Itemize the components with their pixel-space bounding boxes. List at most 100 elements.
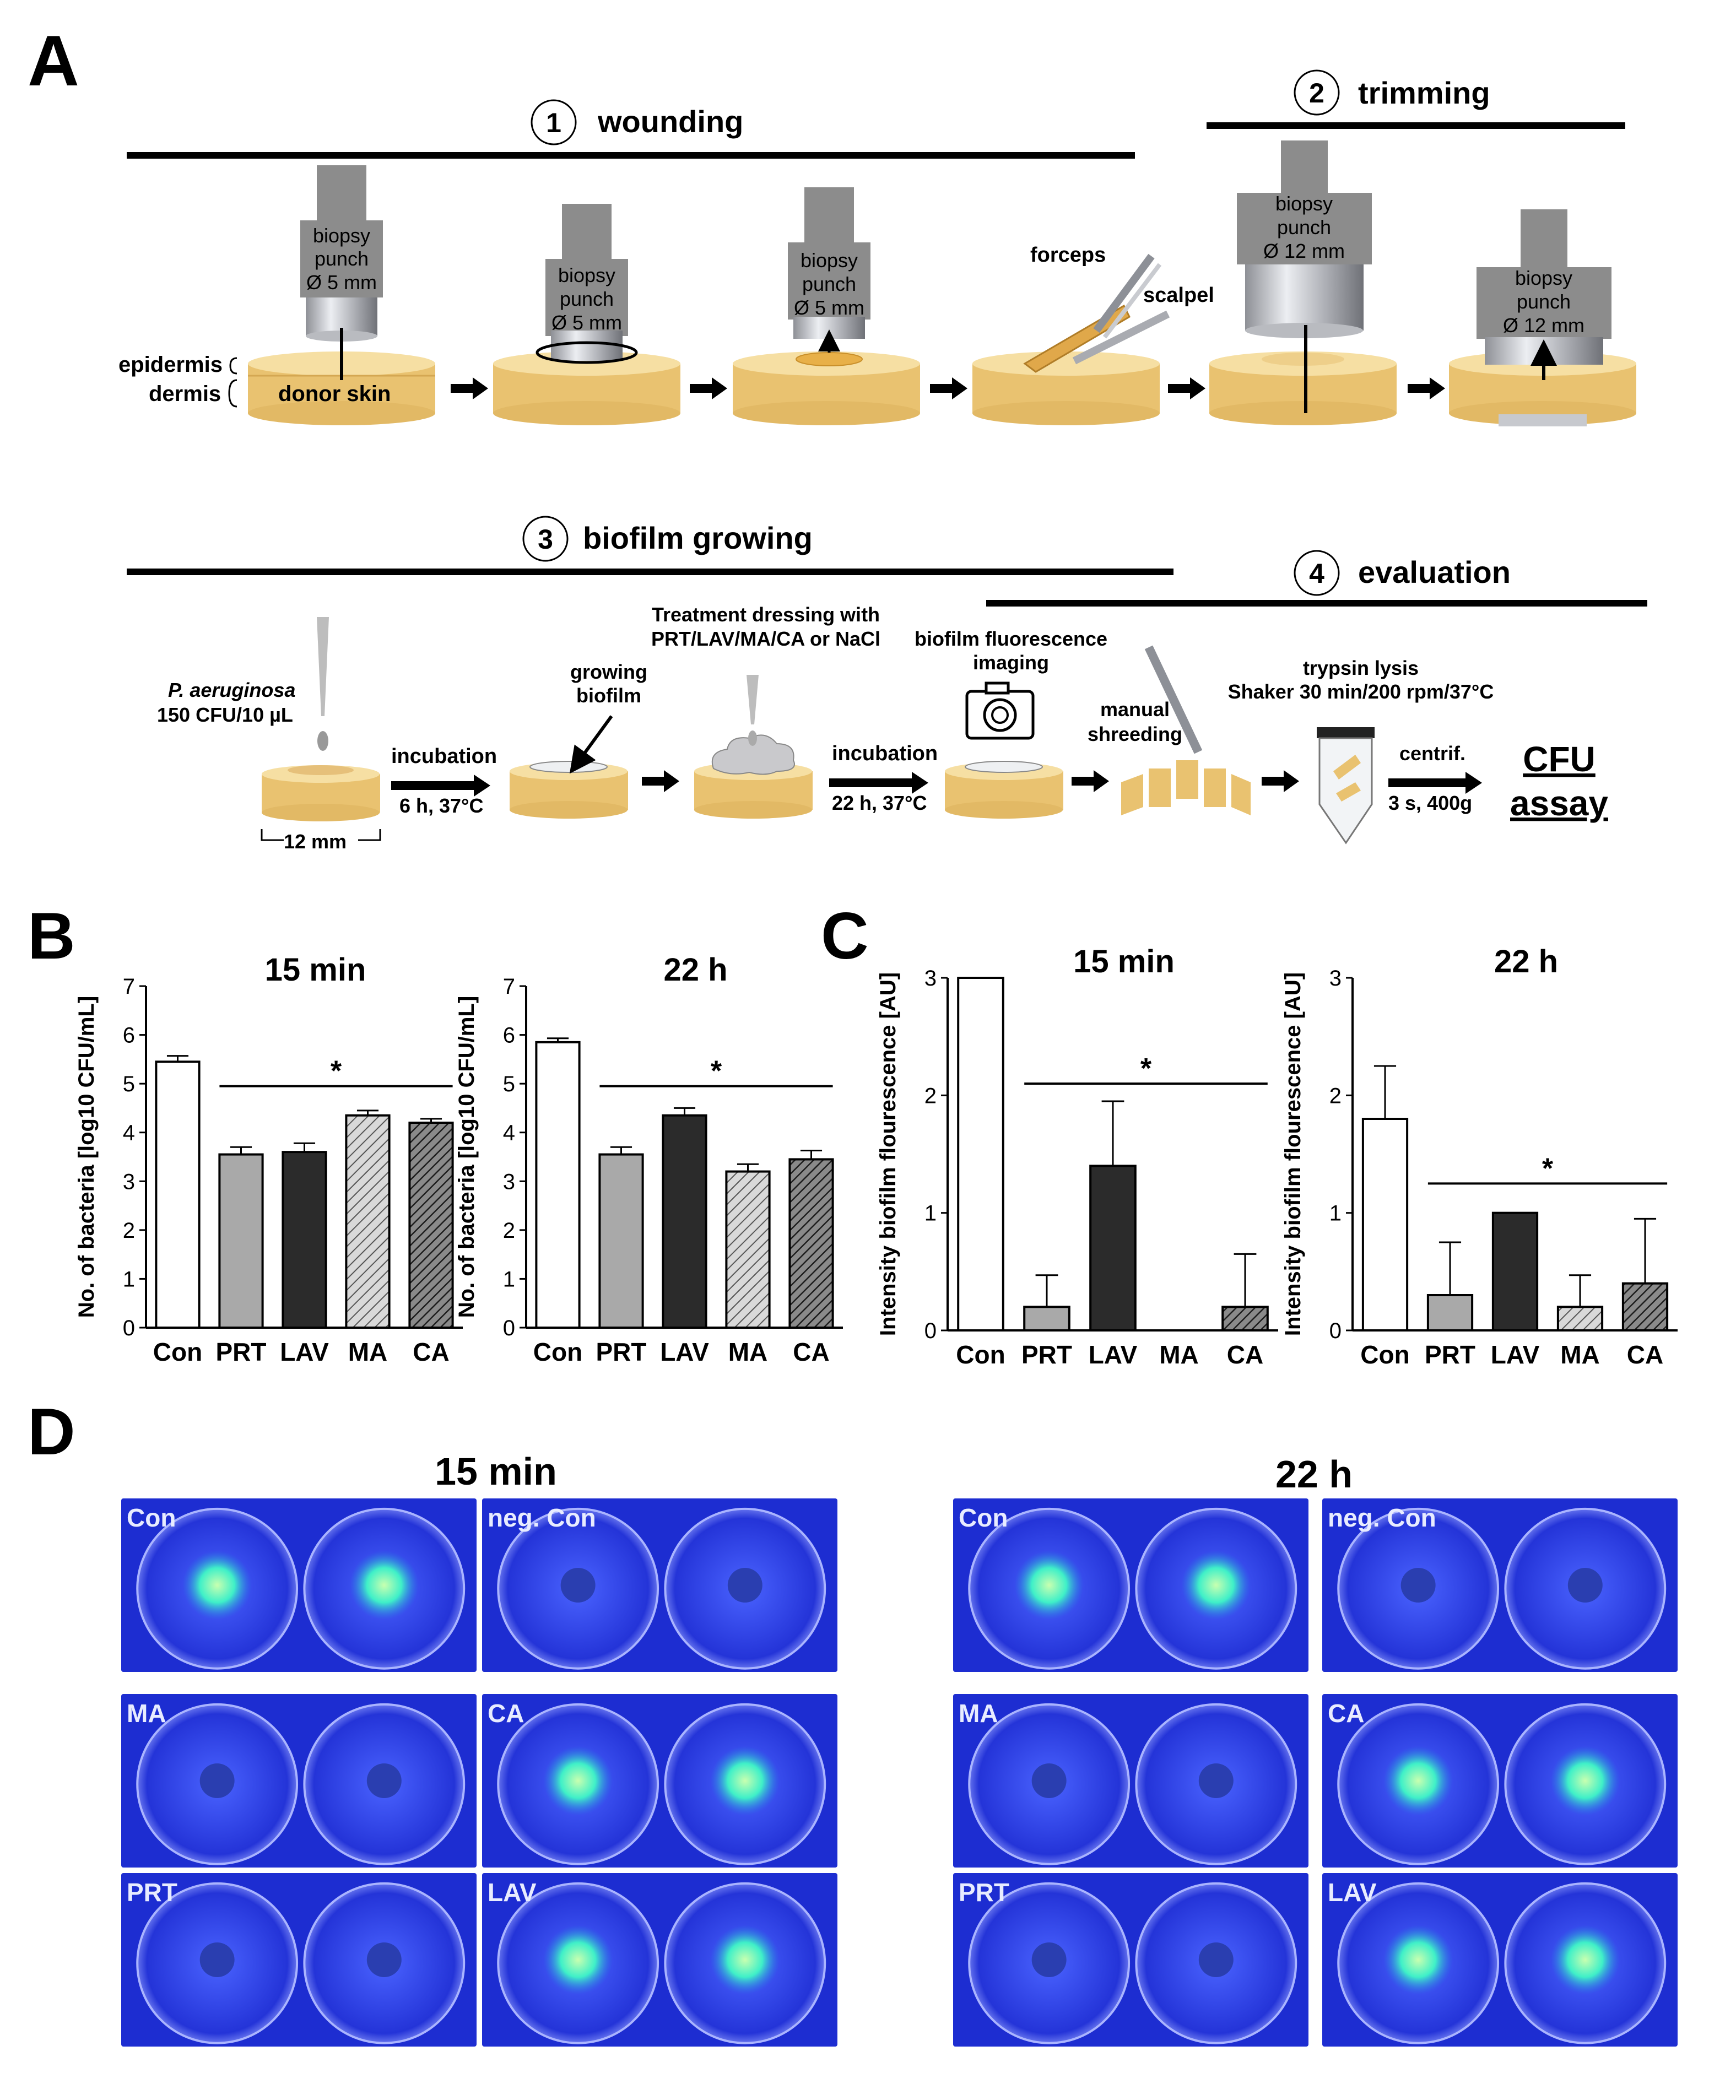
- photo-22h-prt: PRT: [953, 1873, 1308, 2047]
- y-tick-label: 0: [924, 1319, 937, 1343]
- photo-label: CA: [1328, 1699, 1365, 1728]
- photo-22h-ma: MA: [953, 1694, 1308, 1868]
- scalpel-label: scalpel: [1143, 284, 1214, 307]
- category-label: MA: [1560, 1340, 1600, 1369]
- category-label: PRT: [1021, 1340, 1072, 1369]
- epidermis-label: epidermis: [118, 353, 223, 377]
- y-tick-label: 2: [924, 1084, 937, 1108]
- chart-title: 22 h: [663, 952, 727, 988]
- category-label: MA: [728, 1338, 768, 1366]
- biofilm-disc-2: [510, 715, 628, 819]
- skin-layer-brace: [228, 357, 237, 408]
- bar: [345, 1114, 391, 1329]
- category-label: MA: [1159, 1340, 1199, 1369]
- forceps-scalpel-illustration: forceps scalpel: [1023, 243, 1214, 373]
- y-tick-label: 6: [503, 1024, 515, 1048]
- y-tick-label: 0: [503, 1316, 515, 1340]
- y-tick-label: 7: [503, 975, 515, 999]
- lysis-label-2: Shaker 30 min/200 rpm/37°C: [1228, 680, 1494, 703]
- manual-label: manual: [1100, 698, 1170, 721]
- y-axis-label: No. of bacteria [log10 CFU/mL]: [455, 996, 479, 1318]
- y-tick-label: 0: [1329, 1319, 1342, 1343]
- punch-label-4c: Ø 12 mm: [1263, 240, 1345, 262]
- y-tick-label: 1: [503, 1267, 515, 1291]
- y-tick-label: 5: [503, 1072, 515, 1096]
- step2-title: trimming: [1358, 75, 1490, 110]
- photo-label: MA: [959, 1699, 998, 1728]
- punch-label-5: biopsy: [1515, 267, 1572, 289]
- donor-skin-label: donor skin: [278, 382, 391, 406]
- punch-label-2: biopsy: [558, 264, 615, 286]
- growing-biofilm-label-2: biofilm: [576, 684, 641, 707]
- punch-label-1c: Ø 5 mm: [306, 271, 377, 294]
- lysis-label: trypsin lysis: [1303, 657, 1419, 679]
- photo-15min-con: Con: [121, 1498, 477, 1672]
- skin-disc-3: [733, 351, 920, 425]
- bar: [1361, 1118, 1409, 1332]
- row2-arrows: [391, 770, 1482, 797]
- category-label: MA: [348, 1338, 388, 1366]
- incubation-label-1: incubation: [391, 745, 497, 768]
- y-tick-label: 2: [123, 1219, 135, 1243]
- y-tick-label: 2: [1329, 1084, 1342, 1108]
- category-label: Con: [533, 1338, 582, 1366]
- y-tick-label: 6: [123, 1024, 135, 1048]
- step2-number: 2: [1309, 78, 1324, 109]
- y-axis-label: No. of bacteria [log10 CFU/mL]: [74, 996, 99, 1318]
- panel-label-d: D: [28, 1395, 75, 1469]
- photo-label: CA: [488, 1699, 524, 1728]
- bar: [1221, 1306, 1269, 1332]
- bar: [1556, 1306, 1604, 1332]
- category-label: PRT: [216, 1338, 267, 1366]
- biofilm-disc-3: [694, 675, 813, 819]
- photo-time-15min: 15 min: [435, 1450, 557, 1493]
- punch-label-1: biopsy: [313, 224, 370, 247]
- punch-label-3b: punch: [802, 273, 856, 295]
- category-label: CA: [793, 1338, 829, 1366]
- y-tick-label: 3: [1329, 966, 1342, 991]
- bar: [218, 1153, 264, 1329]
- step1-number: 1: [546, 107, 561, 138]
- chart-title: 15 min: [265, 952, 366, 988]
- category-label: LAV: [280, 1338, 329, 1366]
- treatment-label-2: PRT/LAV/MA/CA or NaCl: [651, 627, 880, 650]
- punch-label-5b: punch: [1517, 290, 1571, 313]
- category-label: LAV: [1491, 1340, 1540, 1369]
- photo-15min-negcon: neg. Con: [482, 1498, 837, 1672]
- y-axis-label: Intensity biofilm flourescence [AU]: [1281, 972, 1305, 1336]
- centrif-cond: 3 s, 400g: [1388, 792, 1472, 814]
- biopsy-punch-5mm-2: biopsy punch Ø 5 mm: [536, 204, 638, 364]
- category-label: LAV: [660, 1338, 709, 1366]
- photo-15min-lav: LAV: [482, 1873, 837, 2047]
- photo-15min-ma: MA: [121, 1694, 477, 1868]
- organism-label: P. aeruginosa: [168, 679, 295, 701]
- cfu-label: CFU: [1523, 739, 1596, 779]
- photo-label: PRT: [127, 1878, 177, 1907]
- bar: [282, 1151, 327, 1329]
- biofilm-disc-1: [262, 617, 380, 821]
- category-label: PRT: [1425, 1340, 1475, 1369]
- panel-label-c: C: [821, 899, 869, 973]
- punch-label-4: biopsy: [1275, 192, 1333, 215]
- bar: [725, 1170, 771, 1329]
- chart-title: 22 h: [1494, 944, 1558, 979]
- significance-star: *: [331, 1056, 342, 1087]
- dermis-label: dermis: [149, 382, 221, 406]
- bar: [788, 1158, 834, 1329]
- punch-label-2c: Ø 5 mm: [551, 311, 622, 334]
- bar: [1023, 1306, 1070, 1332]
- forceps-label: forceps: [1030, 243, 1106, 267]
- y-tick-label: 1: [123, 1267, 135, 1291]
- bar: [1491, 1211, 1539, 1332]
- incubation-label-2: incubation: [832, 742, 938, 765]
- treatment-label: Treatment dressing with: [652, 603, 880, 626]
- inoculum-label: 150 CFU/10 µL: [157, 703, 293, 726]
- punch-label-4b: punch: [1277, 216, 1331, 239]
- incubation-cond-1: 6 h, 37°C: [399, 794, 483, 817]
- imaging-label-2: imaging: [973, 651, 1049, 674]
- photo-label: neg. Con: [488, 1503, 596, 1532]
